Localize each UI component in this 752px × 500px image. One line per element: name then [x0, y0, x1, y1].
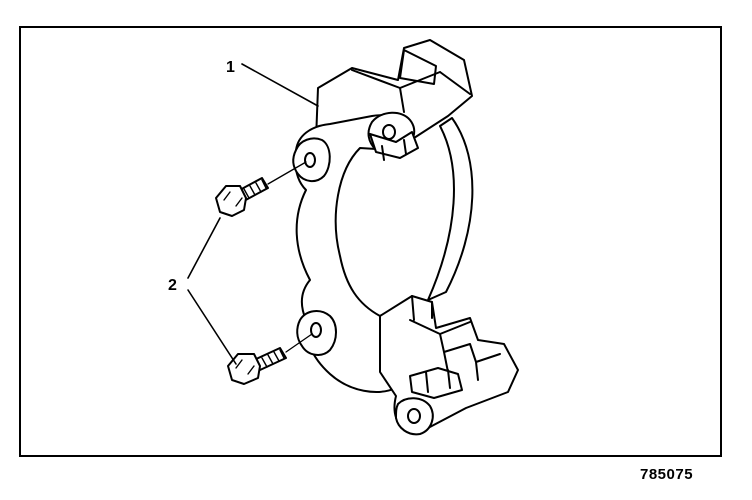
upper-mount-hole — [304, 152, 316, 168]
lower-bolt-hole — [407, 408, 421, 424]
upper-bolt — [215, 177, 269, 217]
upper-abutment-slot — [381, 139, 407, 161]
leader-line-1 — [241, 63, 319, 107]
upper-bolt-hole — [382, 124, 396, 140]
bracket-top-slot — [399, 49, 437, 85]
lower-abutment-slot — [425, 369, 451, 393]
upper-bolt-head — [215, 185, 247, 217]
leader-line-2-upper — [187, 217, 221, 279]
bracket-rear-arm — [427, 117, 474, 301]
callout-label-2: 2 — [168, 277, 177, 294]
lower-bolt-head — [227, 353, 261, 385]
figure-number: 785075 — [640, 466, 694, 483]
upper-bolt-axis — [267, 161, 307, 185]
lower-mount-hole — [310, 322, 322, 338]
lower-bolt-head-face — [235, 359, 255, 375]
lower-bolt-axis — [285, 333, 313, 353]
lower-bolt-threads — [261, 349, 285, 368]
leader-line-2-lower — [187, 289, 237, 365]
bracket-top-edge — [351, 69, 471, 113]
bracket-lower-steps — [409, 295, 501, 381]
caliper-bracket — [292, 39, 519, 436]
callout-label-1: 1 — [226, 59, 235, 76]
lower-bolt — [227, 347, 287, 385]
upper-bolt-threads — [243, 179, 267, 199]
upper-bolt-head-face — [223, 191, 243, 207]
